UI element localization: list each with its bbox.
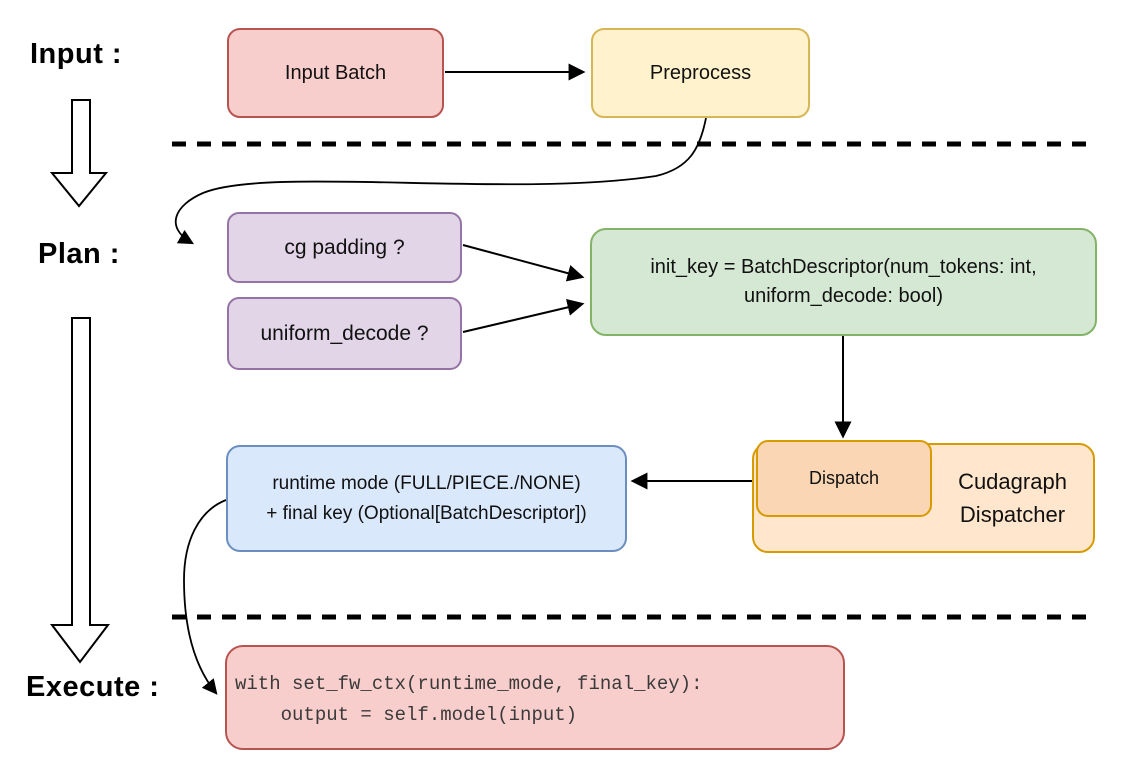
node-cg-padding-label: cg padding ?	[284, 235, 405, 259]
arrow-preprocess-to-cgpadding	[174, 117, 707, 245]
stage-label-plan: Plan :	[38, 238, 120, 270]
node-uniform-decode: uniform_decode ?	[227, 297, 462, 370]
arrow-uniformdecode-to-initkey	[462, 299, 585, 333]
node-init-key: init_key = BatchDescriptor(num_tokens: i…	[590, 228, 1097, 336]
node-dispatch: Dispatch	[756, 440, 932, 517]
arrow-runtimemode-to-executecode	[183, 499, 227, 695]
node-runtime-mode-line2: + final key (Optional[BatchDescriptor])	[266, 502, 587, 524]
stage-label-execute: Execute :	[26, 671, 160, 703]
stage-label-input: Input :	[30, 38, 123, 70]
node-preprocess-label: Preprocess	[649, 61, 752, 84]
node-cg-padding: cg padding ?	[227, 212, 462, 283]
node-runtime-mode: runtime mode (FULL/PIECE./NONE) + final …	[226, 445, 627, 552]
node-input-batch-label: Input Batch	[284, 61, 387, 84]
node-preprocess: Preprocess	[591, 28, 810, 118]
arrow-cgpadding-to-initkey	[462, 244, 585, 282]
stage-arrow-input-to-plan	[49, 99, 109, 208]
node-execute-code: with set_fw_ctx(runtime_mode, final_key)…	[225, 645, 845, 750]
node-cudagraph-dispatcher-label: Cudagraph Dispatcher	[958, 469, 1067, 527]
node-init-key-line2: uniform_decode: bool)	[743, 285, 943, 307]
execute-code-line1: with set_fw_ctx(runtime_mode, final_key)…	[235, 673, 703, 695]
node-dispatch-label: Dispatch	[808, 468, 880, 488]
node-input-batch: Input Batch	[227, 28, 444, 118]
stage-arrow-plan-to-execute	[49, 317, 111, 664]
execute-code-line2: output = self.model(input)	[235, 704, 578, 726]
node-runtime-mode-line1: runtime mode (FULL/PIECE./NONE)	[272, 473, 581, 495]
node-init-key-line1: init_key = BatchDescriptor(num_tokens: i…	[650, 256, 1037, 278]
node-uniform-decode-label: uniform_decode ?	[260, 321, 429, 345]
